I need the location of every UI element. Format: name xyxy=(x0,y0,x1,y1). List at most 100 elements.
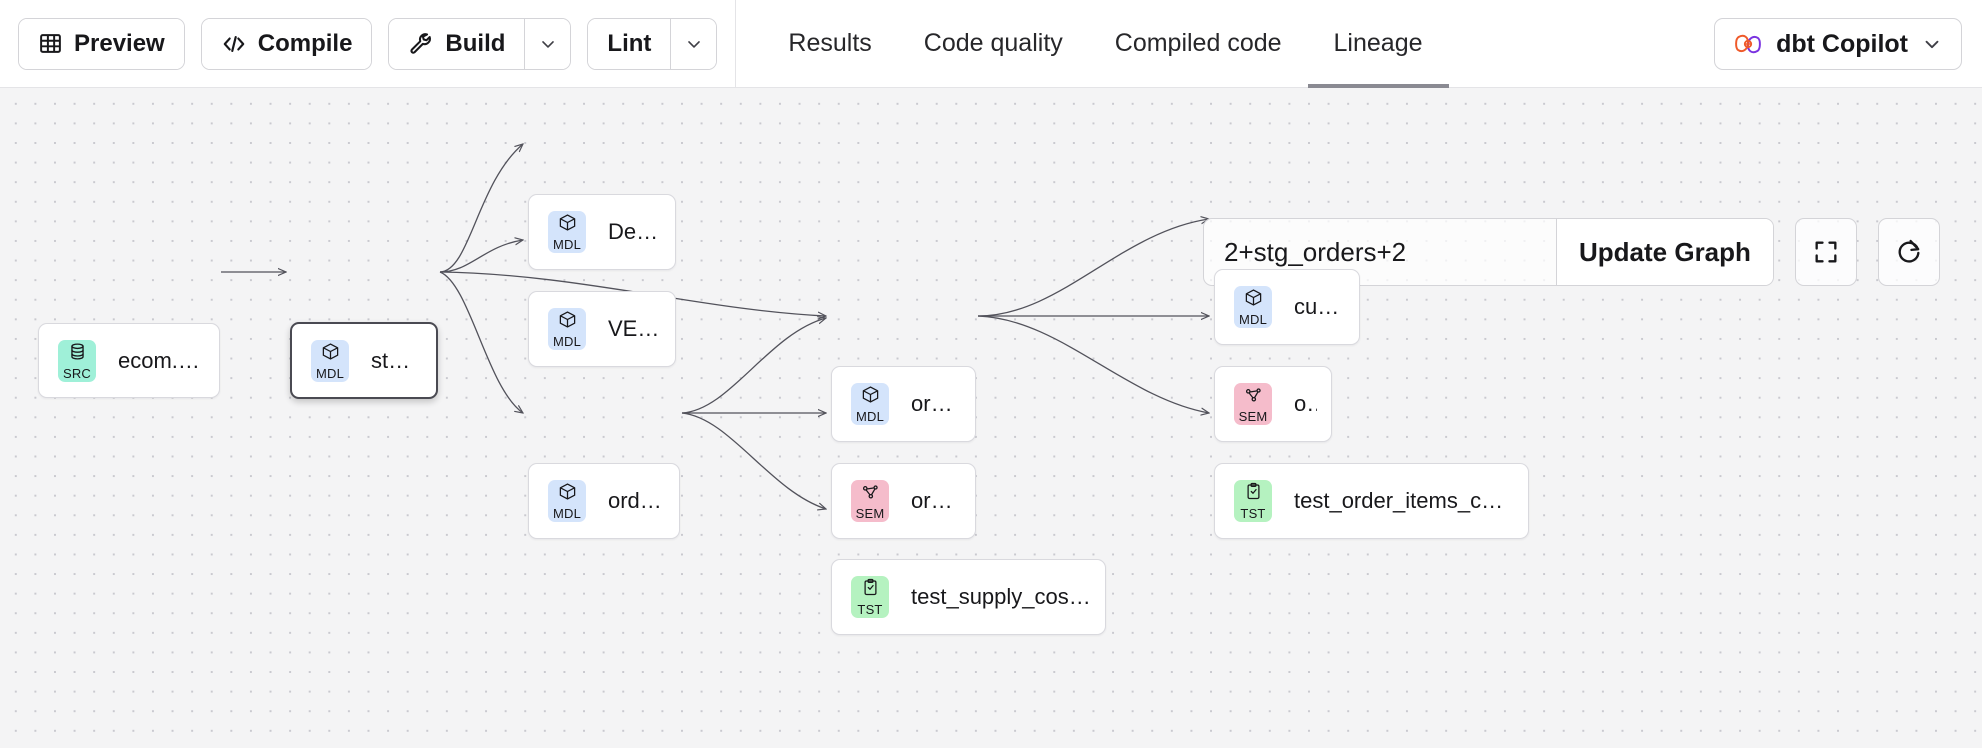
preview-button-label: Preview xyxy=(74,29,165,57)
tab-lineage[interactable]: Lineage xyxy=(1307,0,1449,88)
node-type-label: MDL xyxy=(855,409,885,424)
update-graph-label: Update Graph xyxy=(1579,236,1751,267)
database-icon xyxy=(68,342,87,366)
node-type-label: SEM xyxy=(855,506,885,521)
node-label: order_item xyxy=(911,488,961,513)
lineage-node-order_items[interactable]: MDL order_items xyxy=(528,463,680,539)
build-button[interactable]: Build xyxy=(389,18,525,69)
node-type-label: MDL xyxy=(552,334,582,349)
node-label: orders xyxy=(911,391,961,416)
tab-code-quality-label: Code quality xyxy=(923,29,1063,57)
lineage-node-test_supply[interactable]: TST test_supply_costs_sum_correctly xyxy=(831,559,1106,635)
edge-orderitems-to-testsupply xyxy=(681,412,826,509)
node-label: stg_orders xyxy=(371,347,422,373)
edge-stg-to-vedemo xyxy=(439,240,523,273)
node-type-badge-mdl: MDL xyxy=(548,211,586,253)
lineage-node-ve_demo[interactable]: MDL VE_Demo xyxy=(528,291,676,367)
node-label: test_order_items_compute_to_bools_c... xyxy=(1294,488,1514,513)
chevron-down-icon xyxy=(688,40,700,48)
refresh-icon xyxy=(1898,239,1920,263)
lineage-node-stg_orders[interactable]: MDL stg_orders xyxy=(290,322,438,399)
compile-button-label: Compile xyxy=(257,29,353,57)
node-label: Demo xyxy=(608,219,661,244)
preview-button-main[interactable]: Preview xyxy=(19,18,184,69)
edge-orders-to-testorderitems xyxy=(977,315,1209,413)
lineage-node-test_order_items[interactable]: TST test_order_items_compute_to_bools_c..… xyxy=(1214,463,1529,539)
node-label: ecom.raw_orders xyxy=(118,347,205,373)
semantic-icon xyxy=(1244,385,1263,409)
preview-button[interactable]: Preview xyxy=(18,17,185,70)
tab-results[interactable]: Results xyxy=(762,0,897,88)
node-label: orders xyxy=(1294,391,1317,416)
build-button-label: Build xyxy=(445,29,506,57)
node-type-label: SEM xyxy=(1238,409,1268,424)
build-dropdown-caret[interactable] xyxy=(524,18,571,69)
tab-lineage-label: Lineage xyxy=(1333,29,1423,57)
node-type-badge-mdl: MDL xyxy=(548,308,586,350)
node-type-label: MDL xyxy=(315,365,345,381)
tab-compiled-code-label: Compiled code xyxy=(1114,29,1282,57)
node-label: test_supply_costs_sum_correctly xyxy=(911,584,1091,609)
node-label: VE_Demo xyxy=(608,316,661,341)
wrench-icon xyxy=(408,31,434,57)
node-type-badge-mdl: MDL xyxy=(851,383,889,425)
tab-compiled-code[interactable]: Compiled code xyxy=(1089,0,1308,88)
node-type-label: MDL xyxy=(1238,312,1268,327)
clipboard-check-icon xyxy=(861,578,880,602)
cube-icon xyxy=(558,482,577,506)
lineage-node-orders_mdl[interactable]: MDL orders xyxy=(831,366,976,442)
action-button-group: Preview Compile xyxy=(0,17,718,70)
node-label: customers xyxy=(1294,294,1345,319)
fullscreen-button[interactable] xyxy=(1794,218,1857,286)
chevron-down-icon xyxy=(542,40,554,48)
node-type-badge-sem: SEM xyxy=(851,480,889,522)
lint-button-group: Lint xyxy=(587,17,718,70)
edge-stg-to-orderitems xyxy=(439,271,523,413)
panel-tabs: Results Code quality Compiled code Linea… xyxy=(762,0,1449,88)
table-icon xyxy=(38,31,63,56)
code-brackets-icon xyxy=(221,31,247,57)
cube-icon xyxy=(558,310,577,334)
lineage-node-orders_sem[interactable]: SEM orders xyxy=(1214,366,1332,442)
update-graph-button[interactable]: Update Graph xyxy=(1556,219,1773,285)
semantic-icon xyxy=(861,482,880,506)
edge-stg-to-demo xyxy=(439,144,523,273)
lineage-node-customers[interactable]: MDL customers xyxy=(1214,269,1360,345)
dbt-copilot-button[interactable]: dbt Copilot xyxy=(1714,18,1962,70)
tab-results-label: Results xyxy=(788,29,872,57)
fullscreen-icon xyxy=(1815,241,1837,263)
node-type-badge-tst: TST xyxy=(851,576,889,618)
dbt-copilot-label: dbt Copilot xyxy=(1776,29,1908,58)
dbt-copilot-icon xyxy=(1733,29,1763,59)
node-type-badge-mdl: MDL xyxy=(548,480,586,522)
node-type-badge-sem: SEM xyxy=(1234,383,1272,425)
chevron-down-icon[interactable] xyxy=(1921,33,1943,55)
node-type-label: TST xyxy=(1240,506,1266,521)
node-label: order_items xyxy=(608,488,665,513)
clipboard-check-icon xyxy=(1244,482,1263,506)
lineage-edges xyxy=(221,88,1982,748)
lineage-node-demo[interactable]: MDL Demo xyxy=(528,194,676,270)
lineage-node-order_item_sem[interactable]: SEM order_item xyxy=(831,463,976,539)
node-type-label: MDL xyxy=(552,506,582,521)
tab-code-quality[interactable]: Code quality xyxy=(898,0,1089,88)
node-type-badge-mdl: MDL xyxy=(311,339,349,382)
edge-orderitems-to-orders xyxy=(681,318,826,414)
compile-button[interactable]: Compile xyxy=(200,17,373,70)
node-type-label: SRC xyxy=(62,365,92,381)
top-toolbar: Preview Compile xyxy=(0,0,1982,88)
lint-button-label: Lint xyxy=(607,29,652,57)
edge-orders-to-customers xyxy=(977,219,1209,317)
refresh-button[interactable] xyxy=(1877,218,1940,286)
lint-dropdown-caret[interactable] xyxy=(670,18,717,69)
cube-icon xyxy=(321,342,340,366)
build-button-group: Build xyxy=(388,17,572,70)
lint-button[interactable]: Lint xyxy=(588,18,671,69)
lineage-node-ecom_raw_orders[interactable]: SRC ecom.raw_orders xyxy=(38,323,220,398)
compile-button-main[interactable]: Compile xyxy=(201,18,372,69)
lineage-canvas[interactable]: Update Graph SRCecom.raw_ordersMDLstg_or… xyxy=(0,88,1982,748)
cube-icon xyxy=(558,213,577,237)
node-type-label: TST xyxy=(857,602,883,617)
node-type-badge-src: SRC xyxy=(58,339,96,382)
node-type-badge-mdl: MDL xyxy=(1234,286,1272,328)
